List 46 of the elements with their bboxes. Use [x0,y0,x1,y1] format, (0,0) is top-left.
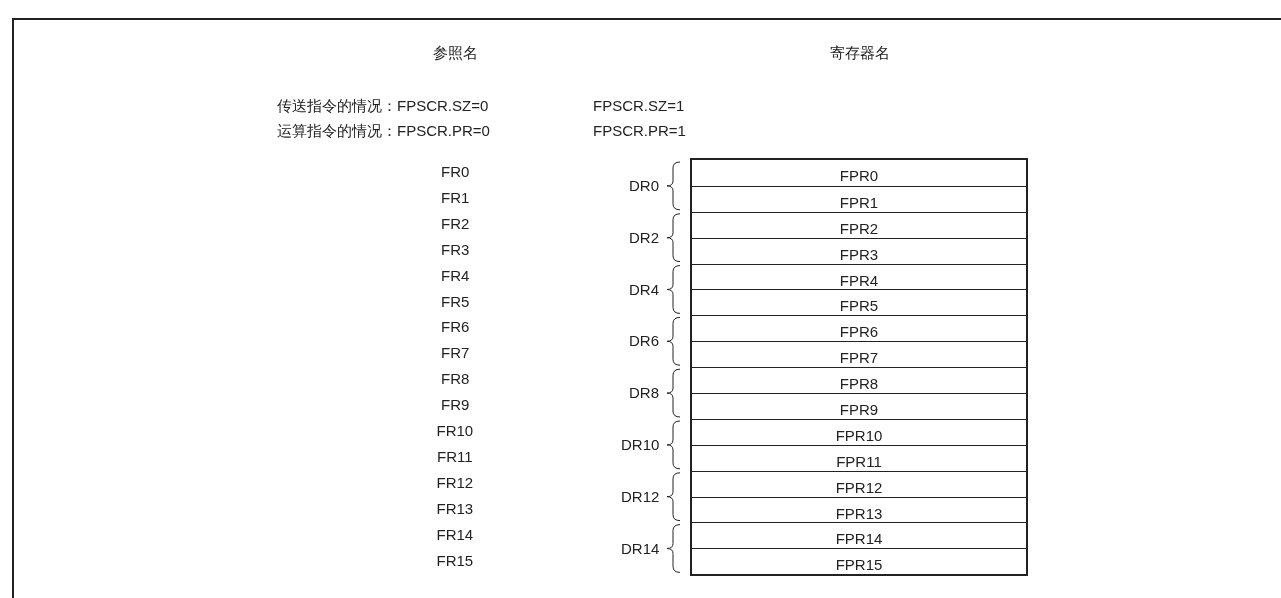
column-heading: 寄存器名 [830,44,890,62]
register-name: FR13 [436,499,474,518]
register-name: FR9 [441,396,470,415]
register-name: FR0 [441,163,470,181]
register-name: FR15 [436,551,474,570]
register-name: FR1 [441,188,470,207]
register-name: FR10 [436,422,474,440]
register-cell: FPR5 [692,289,1026,316]
mode-label: 传送指令的情况：FPSCR.SZ=0 [277,97,489,115]
register-cell: FPR14 [692,522,1026,549]
mode-label: FPSCR.SZ=1 [593,97,685,115]
register-name: FR6 [441,318,470,337]
register-name: DR14 [621,539,660,558]
register-name: FR14 [436,525,474,544]
mode-label: 运算指令的情况：FPSCR.PR=0 [277,122,490,140]
register-cell: FPR2 [692,211,1026,238]
column-heading: 参照名 [432,44,478,62]
register-name: FR4 [441,266,470,285]
register-name: FR8 [441,370,470,389]
register-name: DR8 [629,384,659,403]
register-name: DR4 [629,280,659,299]
register-cell: FPR9 [692,393,1026,419]
register-cell: FPR10 [692,418,1026,445]
register-cell: FPR4 [692,263,1026,290]
register-cell: FPR1 [692,185,1026,212]
register-cell: FPR6 [692,315,1026,342]
register-name: DR2 [629,228,659,247]
register-cell: FPR0 [692,160,1026,186]
register-name: FR11 [437,447,473,466]
register-name: FR5 [441,292,470,311]
register-cell: FPR8 [692,367,1026,393]
register-name: DR12 [621,487,660,506]
mode-label: FPSCR.PR=1 [593,122,686,140]
register-name: FR7 [441,344,470,363]
register-name: FR2 [441,214,470,233]
register-name: DR0 [629,176,659,195]
register-name: DR6 [629,332,659,351]
register-name: DR10 [621,435,660,454]
register-cell: FPR7 [692,341,1026,368]
register-cell: FPR3 [692,237,1026,264]
register-cell: FPR15 [692,548,1026,575]
register-cell: FPR11 [692,444,1026,471]
register-cell: FPR12 [692,470,1026,497]
register-name: FR12 [436,473,474,492]
register-name: FR3 [441,240,470,259]
register-cell: FPR13 [692,496,1026,523]
